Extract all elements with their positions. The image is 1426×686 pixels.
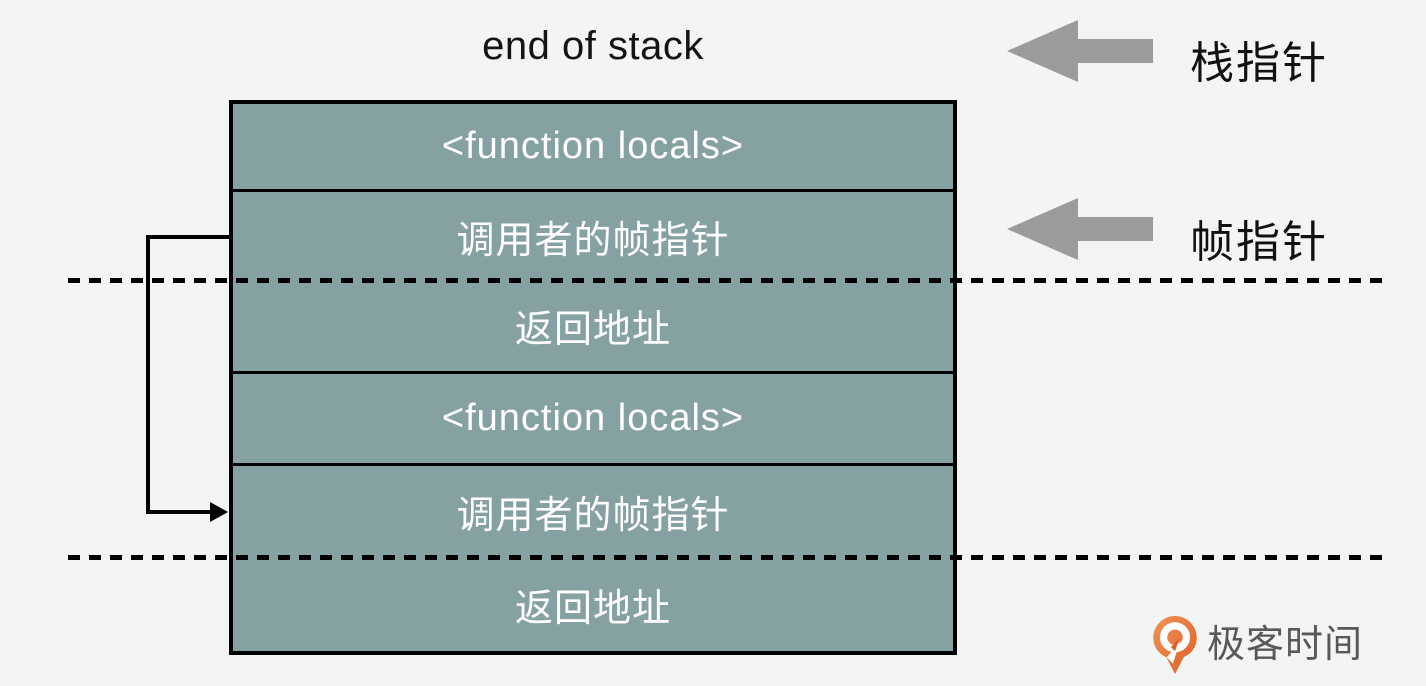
frame-link-arrow-vertical-line <box>146 235 150 514</box>
frame-link-arrow-top-line <box>146 235 229 239</box>
stack-row-function-locals: <function locals> <box>233 104 953 192</box>
stack-pointer-label: 栈指针 <box>1190 39 1328 88</box>
brand-watermark: 极客时间 <box>1152 616 1363 674</box>
frame-link-arrow-bottom-line <box>146 510 212 514</box>
stack-row-caller-frame-pointer: 调用者的帧指针 <box>233 192 953 280</box>
stack-pointer-arrow-icon <box>1007 20 1153 82</box>
stack-row-label: 调用者的帧指针 <box>456 495 730 537</box>
stack-row-function-locals: <function locals> <box>233 374 953 466</box>
stack-row-caller-frame-pointer: 调用者的帧指针 <box>233 466 953 557</box>
stack-row-label: <function locals> <box>441 397 745 439</box>
diagram-title: end of stack <box>482 24 704 68</box>
stack-row-label: 调用者的帧指针 <box>456 219 730 262</box>
stack-row-return-address: 返回地址 <box>233 280 953 374</box>
stack-row-label: 返回地址 <box>514 309 671 351</box>
stack-row-label: <function locals> <box>441 125 745 167</box>
stack-row-return-address: 返回地址 <box>233 557 953 651</box>
stack-box: <function locals> 调用者的帧指针 返回地址 <function… <box>229 100 957 655</box>
brand-name: 极客时间 <box>1207 624 1364 666</box>
frame-link-arrowhead-icon <box>210 502 228 522</box>
stack-row-label: 返回地址 <box>514 587 671 630</box>
frame-boundary-dashed-line <box>68 278 1390 283</box>
frame-boundary-dashed-line <box>68 555 1390 560</box>
geektime-logo-icon <box>1153 616 1197 674</box>
frame-pointer-arrow-icon <box>1007 198 1153 260</box>
frame-pointer-label: 帧指针 <box>1190 218 1328 267</box>
